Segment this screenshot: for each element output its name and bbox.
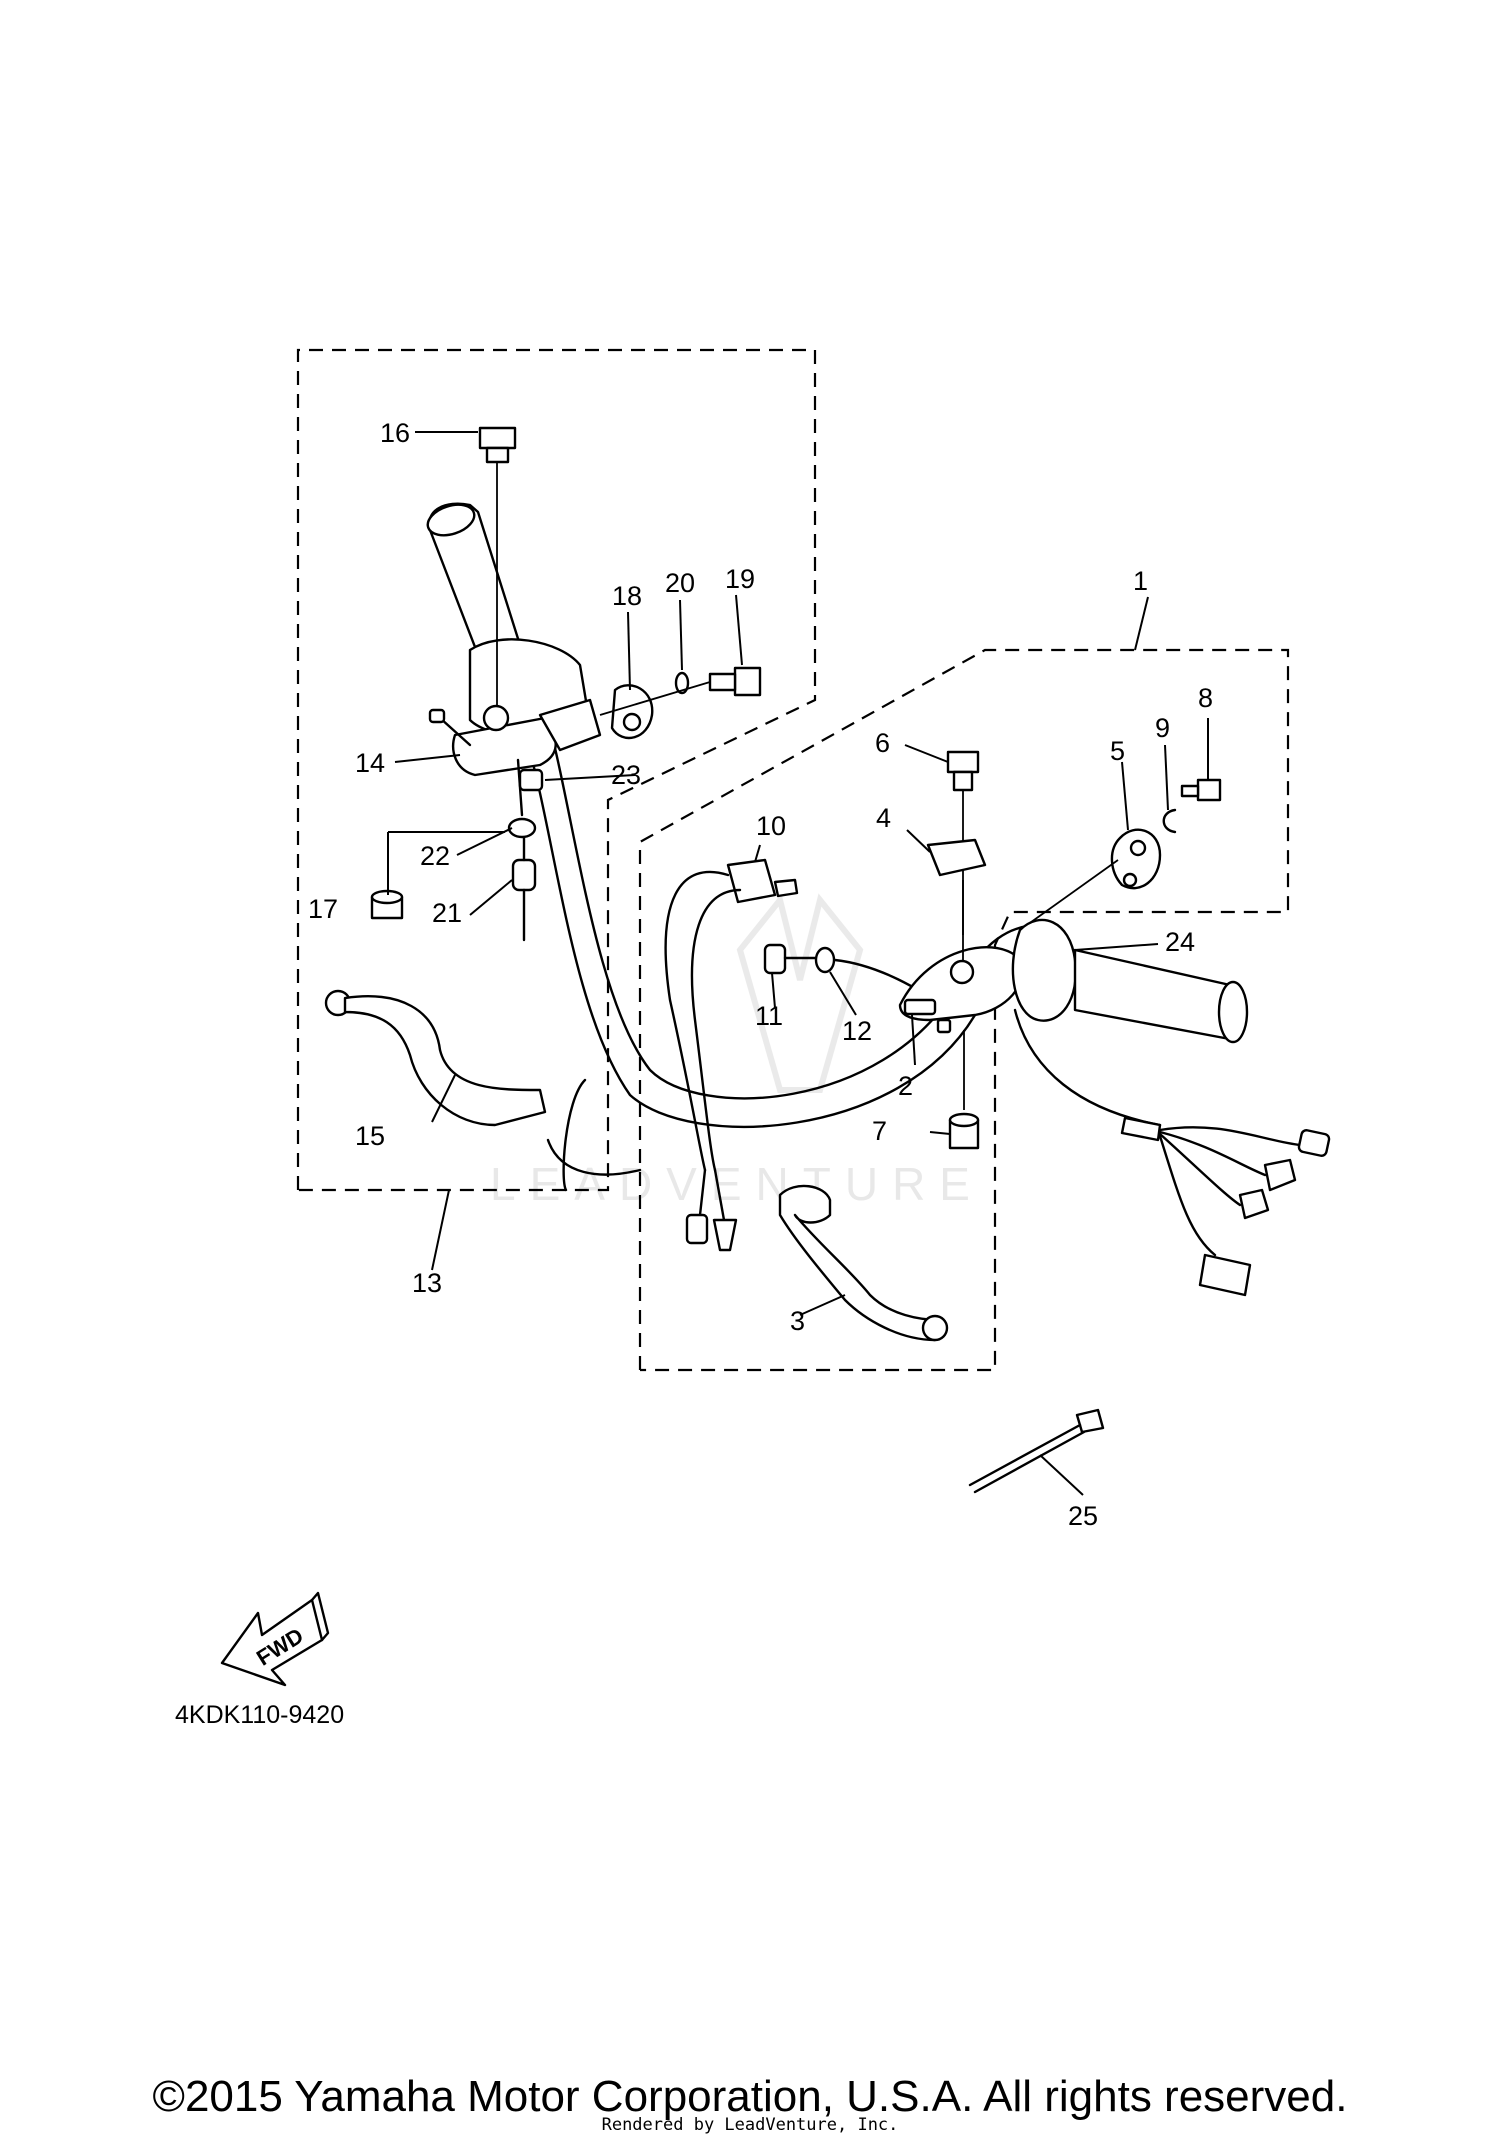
part-24-right-switch-grip bbox=[1011, 918, 1249, 1044]
callout-4: 4 bbox=[876, 803, 891, 833]
part-16-bolt bbox=[478, 426, 517, 705]
callout-2: 2 bbox=[898, 1071, 913, 1101]
rendered-by-notice: Rendered by LeadVenture, Inc. bbox=[601, 2115, 899, 2135]
left-grip bbox=[426, 502, 592, 739]
callout-1: 1 bbox=[1133, 566, 1148, 596]
part-19-bolt bbox=[599, 666, 762, 716]
part-3-lever bbox=[778, 1184, 949, 1342]
part-11-cable-fitting bbox=[763, 943, 822, 975]
callout-25: 25 bbox=[1068, 1501, 1098, 1531]
part-25-cable-tie bbox=[968, 1408, 1105, 1494]
callout-21: 21 bbox=[432, 898, 462, 928]
part-9-washer bbox=[1162, 808, 1177, 834]
callout-14: 14 bbox=[355, 748, 385, 778]
callout-24: 24 bbox=[1165, 927, 1195, 957]
connector-leads-left bbox=[685, 1168, 738, 1252]
callout-10: 10 bbox=[756, 811, 786, 841]
diagram-code: 4KDK110-9420 bbox=[175, 1701, 344, 1729]
callout-5: 5 bbox=[1110, 736, 1125, 766]
part-14-switch bbox=[428, 708, 472, 747]
part-21-cable-adjuster bbox=[511, 836, 537, 942]
part-23-pivot bbox=[518, 768, 544, 792]
part-8-screw bbox=[1180, 778, 1222, 802]
callout-18: 18 bbox=[612, 581, 642, 611]
callout-17: 17 bbox=[308, 894, 338, 924]
part-10-switch bbox=[664, 858, 799, 1172]
part-17-nut bbox=[370, 889, 404, 920]
copyright-notice: ©2015 Yamaha Motor Corporation, U.S.A. A… bbox=[152, 2072, 1348, 2121]
part-7-nut bbox=[948, 1030, 980, 1150]
part-4-switch bbox=[926, 838, 987, 935]
part-15-lever bbox=[324, 989, 547, 1127]
callout-9: 9 bbox=[1155, 713, 1170, 743]
callout-11: 11 bbox=[755, 1001, 783, 1031]
assembly-13-boundary bbox=[296, 348, 817, 1192]
left-lever-bracket bbox=[452, 698, 602, 777]
callout-12: 12 bbox=[842, 1016, 872, 1046]
callout-3: 3 bbox=[790, 1306, 805, 1336]
callout-15: 15 bbox=[355, 1121, 385, 1151]
callout-16: 16 bbox=[380, 418, 410, 448]
callout-6: 6 bbox=[875, 728, 890, 758]
callouts: 1 2 3 4 5 6 7 8 9 10 11 12 13 14 15 16 1… bbox=[308, 418, 1213, 1531]
part-18-clamp bbox=[610, 684, 654, 740]
callout-8: 8 bbox=[1198, 683, 1213, 713]
part-2-lever-holder bbox=[898, 946, 1024, 1034]
callout-22: 22 bbox=[420, 841, 450, 871]
callout-19: 19 bbox=[725, 564, 755, 594]
callout-7: 7 bbox=[872, 1116, 887, 1146]
callout-13: 13 bbox=[412, 1268, 442, 1298]
part-20-washer bbox=[674, 671, 690, 695]
part-22-nut bbox=[507, 758, 537, 839]
part-5-clamp bbox=[1019, 828, 1162, 931]
callout-23: 23 bbox=[611, 760, 641, 790]
fwd-arrow: FWD bbox=[220, 1591, 330, 1687]
callout-20: 20 bbox=[665, 568, 695, 598]
harness-wires bbox=[1013, 1008, 1331, 1297]
leader-lines bbox=[387, 431, 1209, 1496]
